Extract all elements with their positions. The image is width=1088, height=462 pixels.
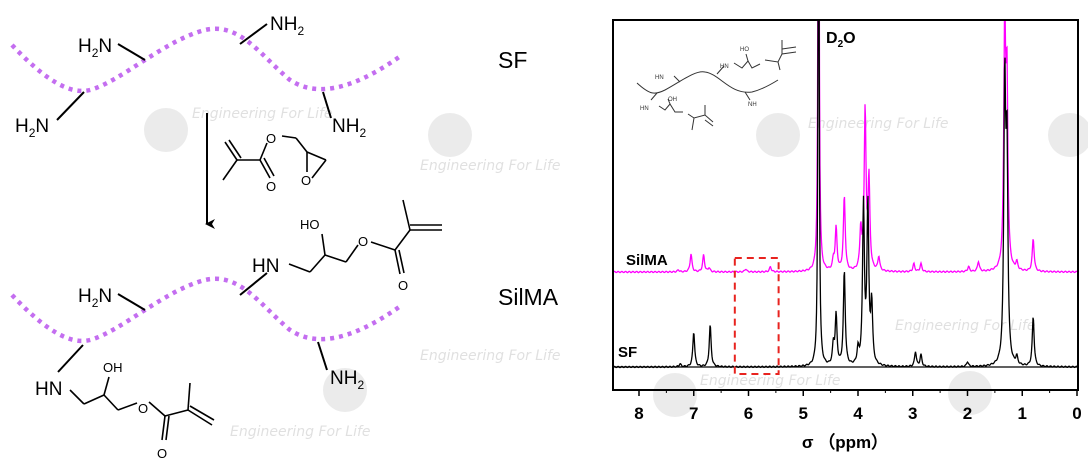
watermark-logo [144, 108, 188, 152]
sf-structure: H2N NH2 H2N NH2 [10, 14, 404, 140]
d2o-annotation: D2O [826, 30, 856, 50]
watermarks: Engineering For Life Engineering For Lif… [144, 106, 1088, 440]
silma-structure: H2N NH2 HN HO O O HN OH O O [10, 199, 442, 461]
amine-label: H2N [15, 116, 49, 140]
oxygen-label: O [398, 278, 408, 293]
x-tick-label: 6 [744, 404, 753, 423]
bond [322, 91, 332, 119]
oh-label: OH [103, 360, 123, 375]
hn-label: HN [35, 379, 62, 400]
amine-label: H2N [78, 286, 112, 310]
hn-label: HN [252, 256, 279, 277]
spectra [613, 20, 1078, 369]
inset-oh: OH [668, 97, 677, 103]
series-label-sf: SF [618, 344, 637, 361]
oxygen-label: O [138, 401, 148, 416]
watermark-logo [653, 373, 697, 417]
watermark-logo [1048, 113, 1088, 157]
watermark-logo [756, 113, 800, 157]
amine-label: NH2 [332, 116, 366, 140]
sf-label: SF [498, 47, 527, 73]
series-label-silma: SilMA [626, 252, 668, 269]
oxygen-label: O [266, 131, 276, 146]
watermark-text: Engineering For Life [895, 318, 1036, 334]
watermark-text: Engineering For Life [420, 158, 561, 174]
x-axis: 8 7 6 5 4 3 2 1 0 [634, 390, 1082, 423]
watermark-text: Engineering For Life [808, 116, 949, 132]
inset-ho: HO [740, 47, 749, 53]
watermark-logo [948, 371, 992, 415]
x-tick-label: 4 [853, 404, 863, 423]
silma-polymer-chain [10, 276, 404, 344]
inset-amine-right: NH [748, 102, 757, 108]
ho-label: HO [300, 217, 320, 232]
x-tick-label: 1 [1018, 404, 1027, 423]
oxygen-label: O [157, 446, 167, 461]
x-tick-label: 3 [908, 404, 917, 423]
spectrum-silma [613, 20, 1078, 274]
oxygen-label: O [358, 234, 368, 249]
oxygen-label: O [266, 179, 276, 194]
amine-label: NH2 [270, 14, 304, 38]
bond [239, 23, 268, 45]
bond [56, 91, 85, 121]
gma-reagent-structure [222, 135, 327, 181]
silma-label: SilMA [498, 284, 559, 310]
watermark-logo [428, 113, 472, 157]
x-tick-label: 5 [799, 404, 808, 423]
watermark-logo [323, 368, 367, 412]
inset-hn: HN [720, 64, 729, 70]
x-tick-label: 8 [634, 404, 643, 423]
x-tick-label: 0 [1072, 404, 1081, 423]
bond [117, 43, 146, 61]
x-tick-label: 2 [963, 404, 972, 423]
plot-frame [612, 19, 1079, 391]
inset-hn: HN [640, 106, 649, 112]
amine-label: H2N [78, 36, 112, 60]
sf-polymer-chain [10, 26, 404, 94]
inset-labels: HN HN HO NH HN OH [640, 47, 757, 112]
x-tick-label: 7 [689, 404, 698, 423]
nmr-chart: HN HN HO NH HN OH 8 7 6 5 4 3 2 1 0 SilMA SF D2O… [612, 19, 1082, 452]
highlight-box [733, 257, 780, 375]
amine-label: NH2 [330, 368, 364, 392]
watermark-text: Engineering For Life [230, 424, 371, 440]
watermark-text: Engineering For Life [420, 348, 561, 364]
inset-silma-structure [636, 40, 797, 131]
inset-amine: HN [655, 75, 664, 81]
watermark-text: Engineering For Life [700, 373, 841, 389]
x-axis-label: σ （ppm） [802, 432, 888, 452]
watermark-text: Engineering For Life [192, 106, 333, 122]
oxygen-label: O [301, 173, 311, 188]
spectrum-sf [613, 20, 1078, 369]
